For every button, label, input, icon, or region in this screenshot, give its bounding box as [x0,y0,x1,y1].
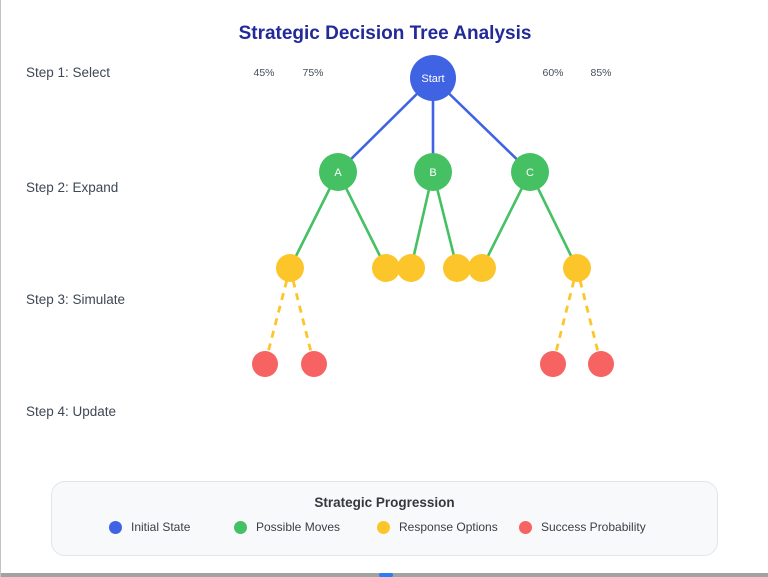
legend-dot-red-icon [519,520,532,534]
node-Y1 [276,254,304,282]
node-A [319,153,357,191]
legend-box: Strategic Progression [51,481,718,556]
legend-item-label: Response Options [399,520,498,534]
legend-item-3: Response Options [377,519,498,535]
edge-Y6-R4 [575,267,603,365]
legend-dot-blue-icon [109,520,122,534]
bottom-scrollbar[interactable] [1,573,768,577]
node-C [511,153,549,191]
node-start [410,55,456,101]
legend-item-4: Success Probability [519,519,646,535]
legend-item-label: Possible Moves [256,520,341,534]
node-R1 [252,351,278,377]
edge-Y6-R3 [551,267,579,365]
node-R4 [588,351,614,377]
edge-Y1-R1 [263,267,292,365]
scrollbar-thumb[interactable] [379,573,393,577]
node-B [414,153,452,191]
legend-item-2: Possible Moves [234,519,340,535]
node-Y4 [443,254,471,282]
legend-item-label: Success Probability [541,520,646,534]
step-label-4: Step 4: Update [26,404,117,419]
legend-item-label: Initial State [131,520,191,534]
node-label-C: C [526,167,534,179]
edge-Y1-R2 [288,267,316,365]
node-Y6 [563,254,591,282]
probability-label-3: 60% [542,67,564,79]
legend-title: Strategic Progression [314,495,455,510]
step-label-2: Step 2: Expand [26,180,119,195]
step-label-3: Step 3: Simulate [26,292,126,307]
node-Y5 [468,254,496,282]
probability-label-1: 45% [253,67,275,79]
node-Y3 [397,254,425,282]
node-R3 [540,351,566,377]
legend-dot-green-icon [234,520,247,534]
page-title: Strategic Decision Tree Analysis [238,23,532,44]
node-label-start: Start [421,73,444,85]
node-label-B: B [429,167,436,179]
node-label-A: A [334,167,342,179]
step-label-1: Step 1: Select [26,65,111,80]
probability-label-4: 85% [590,67,612,79]
legend-dot-yellow-icon [377,520,390,534]
node-R2 [301,351,327,377]
node-Y2 [372,254,400,282]
probability-label-2: 75% [302,67,324,79]
legend-item-1: Initial State [109,519,190,535]
